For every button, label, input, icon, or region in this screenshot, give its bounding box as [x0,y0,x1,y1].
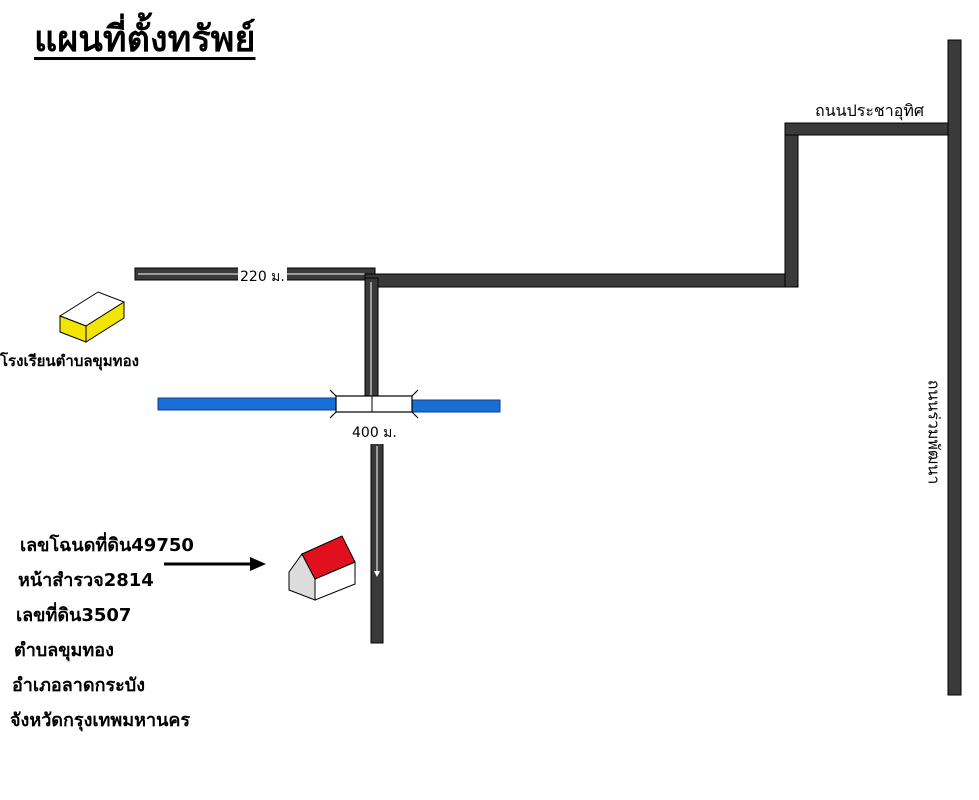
road-label-ruam-phatthana: ถนนร่วมพัฒนา [924,379,944,485]
canal-east [411,399,501,413]
road-label-pracha-uthit: ถนนประชาอุทิศ [815,101,925,120]
road-label-ruam-phatthana-container: ถนนร่วมพัฒนา [918,352,948,512]
school-label: โรงเรียนตำบลขุมทอง [0,352,139,370]
road-link-vertical [784,122,799,288]
canal-west [157,397,337,411]
school-building-icon [58,291,126,343]
property-house-icon [288,535,356,601]
distance-label-north: 220 ม. [238,266,287,288]
property-subdistrict: ตำบลขุมทอง [14,640,114,661]
property-district: อำเภอลาดกระบัง [12,675,146,696]
road-ruam-phatthana [947,39,962,696]
arrow-right-icon [164,557,266,571]
distance-label-bridge: 400 ม. [350,422,399,444]
page-title: แผนที่ตั้งทรัพย์ [34,19,256,60]
bridge-icon [329,389,419,419]
property-land-number: เลขที่ดิน3507 [16,605,132,626]
property-info-block: เลขโฉนดที่ดิน49750 หน้าสำรวจ2814 เลขที่ด… [10,528,194,738]
road-north-east [364,273,799,288]
property-province: จังหวัดกรุงเทพมหานคร [10,710,191,731]
property-survey-page: หน้าสำรวจ2814 [18,570,154,591]
road-pracha-uthit [784,122,956,136]
property-deed-number: เลขโฉนดที่ดิน49750 [20,535,194,556]
